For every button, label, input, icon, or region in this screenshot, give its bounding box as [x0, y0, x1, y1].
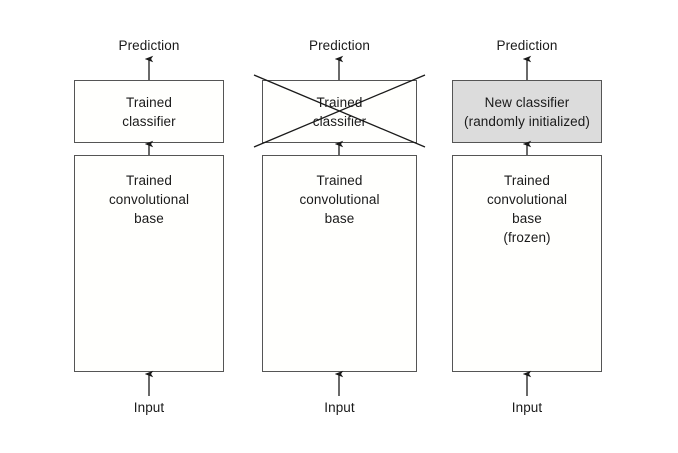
box-text-line: Trained: [126, 94, 172, 110]
box-text-line: convolutional: [486, 192, 568, 207]
box-text-line: convolutional: [299, 192, 380, 207]
input-label: Input: [324, 400, 355, 415]
trained-convolutional-base-box: Trained convolutional base: [262, 155, 417, 372]
box-text-line: Trained: [504, 173, 550, 188]
box-text-line: classifier: [312, 113, 367, 129]
trained-classifier-text: Trained classifier: [75, 93, 223, 131]
trained-convolutional-base-frozen-text: Trained convolutional base (frozen): [453, 171, 601, 247]
trained-convolutional-base-frozen-box: Trained convolutional base (frozen): [452, 155, 602, 372]
box-text-line: Trained: [316, 173, 363, 188]
new-classifier-box: New classifier (randomly initialized): [452, 80, 602, 143]
input-label: Input: [511, 400, 543, 415]
prediction-label: Prediction: [118, 38, 180, 53]
box-text-line: (randomly initialized): [464, 113, 590, 129]
box-text-line: New classifier: [484, 94, 570, 110]
input-label: Input: [133, 400, 165, 415]
new-classifier-text: New classifier (randomly initialized): [453, 93, 601, 131]
trained-convolutional-base-text: Trained convolutional base: [263, 171, 416, 228]
trained-convolutional-base-box: Trained convolutional base: [74, 155, 224, 372]
trained-classifier-box: Trained classifier: [74, 80, 224, 143]
column-new-classifier-frozen-base: Prediction New classifier (randomly init…: [452, 0, 602, 453]
box-text-line: convolutional: [108, 192, 190, 207]
box-text-line: Trained: [126, 173, 172, 188]
column-pretrained-network: Prediction Trained classifier Trained co…: [74, 0, 224, 453]
column-discard-classifier: Prediction Trained classifier Trained co…: [262, 0, 417, 453]
trained-convolutional-base-text: Trained convolutional base: [75, 171, 223, 228]
trained-classifier-box-discarded: Trained classifier: [262, 80, 417, 143]
prediction-label: Prediction: [308, 38, 371, 53]
box-text-line: base: [134, 211, 164, 226]
prediction-label: Prediction: [496, 38, 558, 53]
box-text-line: base: [324, 211, 355, 226]
trained-classifier-text: Trained classifier: [263, 93, 416, 131]
box-text-line: classifier: [122, 113, 176, 129]
box-text-line: base: [512, 211, 542, 226]
box-text-line: (frozen): [503, 230, 551, 245]
box-text-line: Trained: [316, 94, 363, 110]
